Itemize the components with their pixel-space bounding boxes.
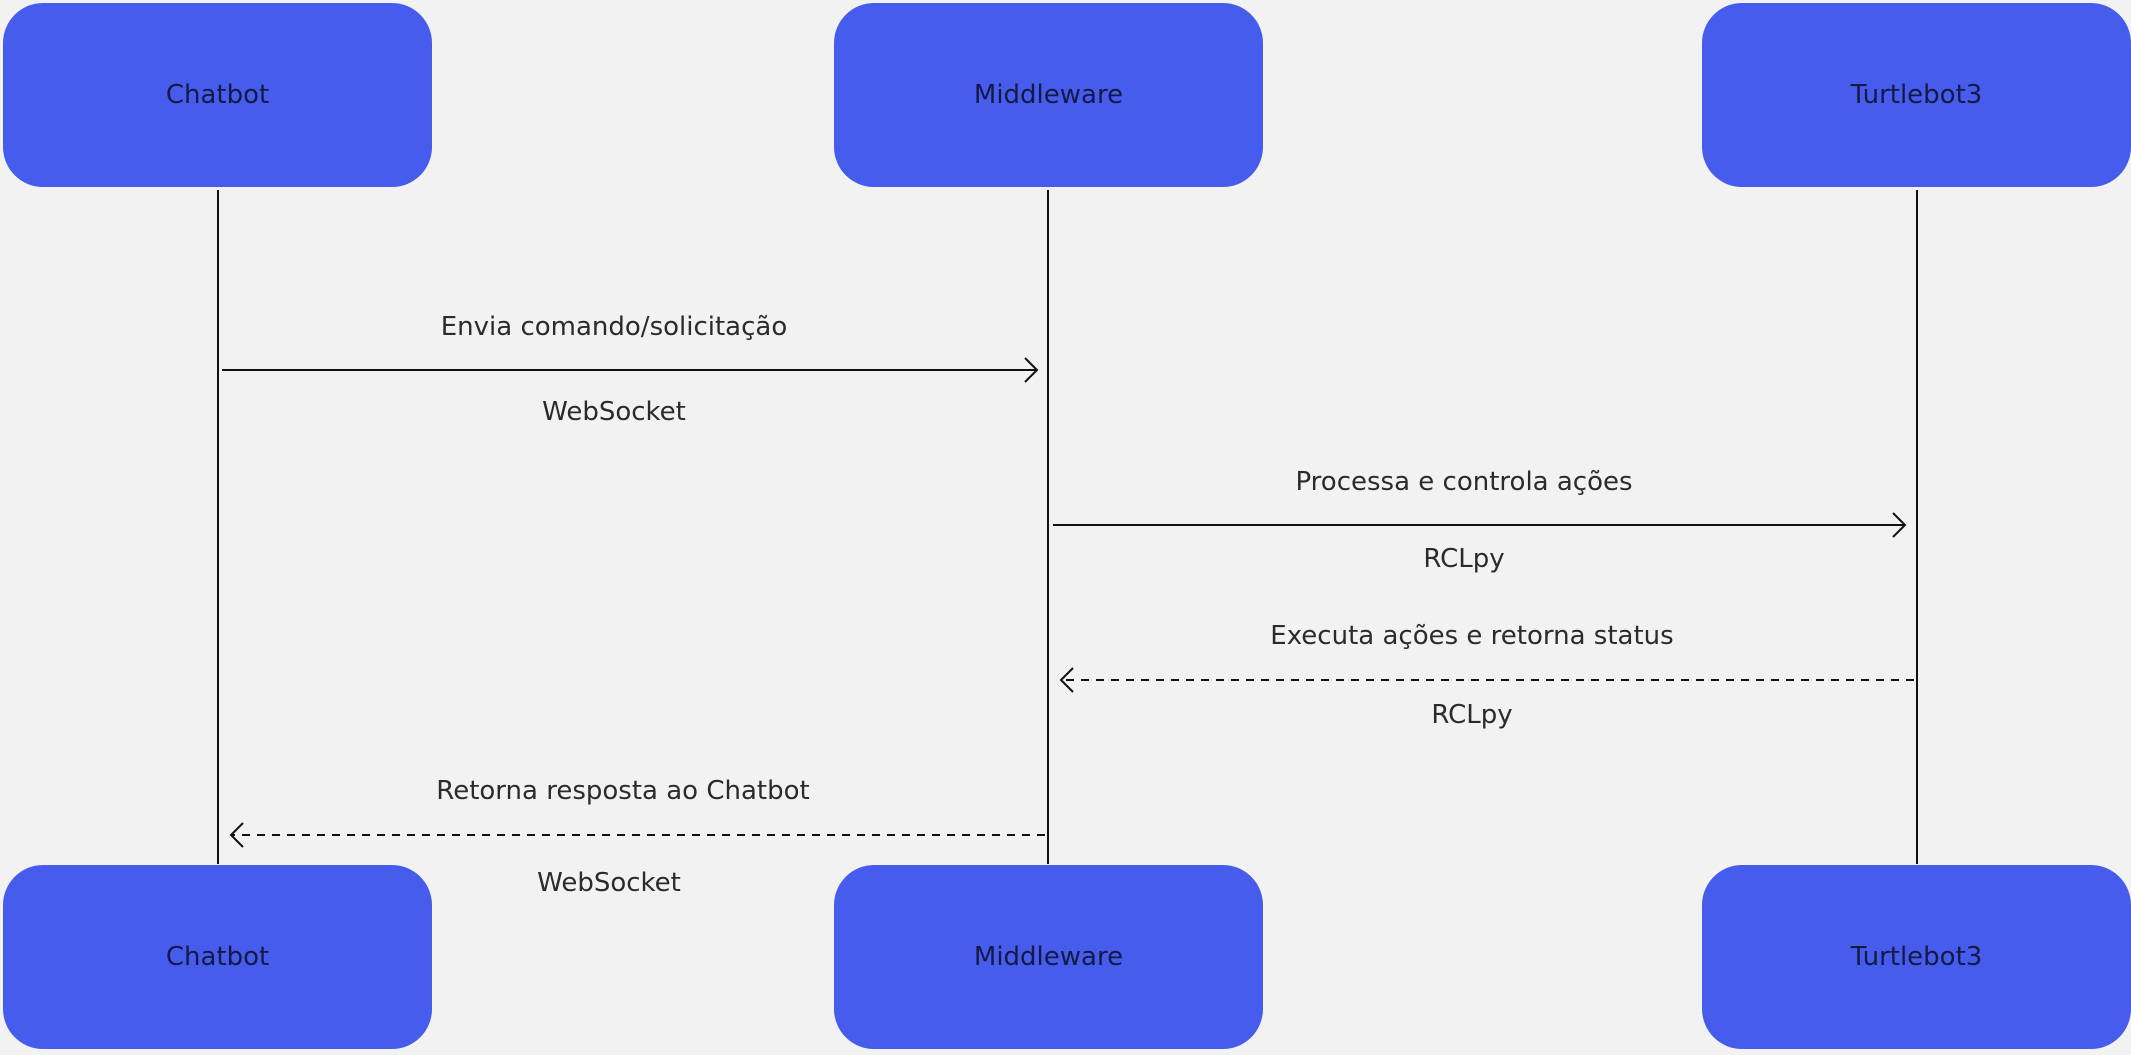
message-1-protocol: WebSocket (542, 397, 686, 427)
participant-middleware-bottom[interactable]: Middleware (834, 865, 1263, 1049)
participant-middleware-top[interactable]: Middleware (834, 3, 1263, 187)
lifeline-chatbot (217, 190, 219, 864)
participant-chatbot-bottom[interactable]: Chatbot (3, 865, 432, 1049)
message-4-protocol: WebSocket (537, 868, 681, 898)
message-arrow-1 (222, 357, 1039, 383)
message-1-label: Envia comando/solicitação (440, 312, 788, 342)
message-3-label: Executa ações e retorna status (1270, 621, 1674, 651)
lifeline-middleware (1047, 190, 1049, 864)
participant-label: Middleware (973, 942, 1124, 972)
participant-label: Turtlebot3 (1850, 80, 1983, 110)
message-2-label: Processa e controla ações (1295, 467, 1633, 497)
message-arrow-3 (1059, 667, 1914, 693)
participant-label: Chatbot (165, 80, 270, 110)
message-arrow-2 (1053, 512, 1907, 538)
message-3-protocol: RCLpy (1431, 700, 1513, 730)
participant-label: Turtlebot3 (1850, 942, 1983, 972)
participant-chatbot-top[interactable]: Chatbot (3, 3, 432, 187)
participant-turtlebot3-bottom[interactable]: Turtlebot3 (1702, 865, 2131, 1049)
message-2-protocol: RCLpy (1423, 544, 1505, 574)
participant-turtlebot3-top[interactable]: Turtlebot3 (1702, 3, 2131, 187)
participant-label: Chatbot (165, 942, 270, 972)
message-arrow-4 (229, 822, 1045, 848)
message-4-label: Retorna resposta ao Chatbot (436, 776, 810, 806)
participant-label: Middleware (973, 80, 1124, 110)
lifeline-turtlebot3 (1916, 190, 1918, 864)
